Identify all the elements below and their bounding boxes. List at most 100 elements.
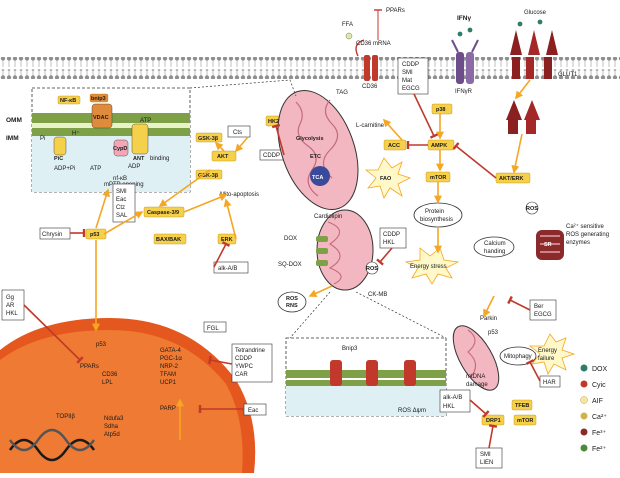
cd36-nuc: CD36 <box>102 372 118 378</box>
bnip3-small-node <box>89 93 109 103</box>
arrow-acc-carnitine <box>382 118 403 141</box>
drug-hkl-2: HKL <box>383 240 395 246</box>
sr-label: SR <box>544 242 552 248</box>
drug-eac-1: Eac <box>116 197 126 203</box>
bax-bak-label: BAX/BAK <box>156 237 181 243</box>
bnip3-small-label: bnip3 <box>91 96 106 102</box>
legend-fe3-swatch <box>580 428 588 436</box>
energy-stress-label: Energy stress <box>410 264 447 270</box>
inhibit-tetrandrine <box>208 355 233 365</box>
ucp1: UCP1 <box>160 380 177 386</box>
atp5d: Atp5d <box>104 432 120 438</box>
har-box <box>539 375 561 388</box>
bnip3-inset <box>285 337 447 417</box>
drug-smi-1: SMI <box>402 70 413 76</box>
pic-label: PiC <box>54 156 63 162</box>
cd36-mrna-label: CD36 mRNA <box>356 41 391 47</box>
inset-connector-bottom <box>289 291 447 339</box>
drug-smi-2: SMI <box>116 189 127 195</box>
ros-rns-ellipse <box>277 291 307 313</box>
p53-node <box>85 228 107 240</box>
drug-sal: SAL <box>116 213 128 219</box>
drug-ywpc: YWPC <box>235 364 254 370</box>
arrow-akt-gsk3b <box>214 141 225 152</box>
glut1-vesicle <box>506 100 540 134</box>
ros-circle-right <box>525 201 539 215</box>
drug-mat: Mat <box>402 78 412 84</box>
ck-mb-label: CK-MB <box>368 292 387 298</box>
drug-gg: Gg <box>6 295 14 301</box>
topiib-label: TOPIIβ <box>56 414 76 420</box>
l-carnitine-label: L-carnitine <box>356 123 385 129</box>
dna-helix-icon <box>9 428 95 462</box>
etc-complex-2 <box>316 248 328 254</box>
parp-label: PARP <box>160 406 176 412</box>
cypd-label: CypD <box>113 146 127 152</box>
mtor-bottom-node <box>513 414 537 426</box>
vdac-protein <box>91 103 113 129</box>
binding-label: binding <box>150 156 169 162</box>
pic-protein <box>53 136 67 156</box>
tfam: TFAM <box>160 372 176 378</box>
alk-ab-label: alk-A/B <box>218 266 237 272</box>
etc-complex-1 <box>316 236 328 242</box>
eac-bottom-label: Eac <box>248 408 258 414</box>
protein-biosynthesis-ellipse <box>413 202 463 228</box>
cts-box <box>227 125 251 138</box>
glucose-label: Glucose <box>524 10 547 16</box>
tca-cycle-icon <box>310 166 330 186</box>
legend-fe3-label: Fe³⁺ <box>592 430 607 437</box>
sq-dox-label: SQ-DOX <box>278 262 302 268</box>
drug-ctz: Ctz <box>116 205 125 211</box>
arrow-erk-apoptosis <box>223 198 237 240</box>
arrow-energyfailure-parkin <box>483 295 495 318</box>
har-label: HAR <box>543 380 556 386</box>
glut1-transporter <box>510 30 558 79</box>
p38-label: p38 <box>436 107 445 113</box>
arrow-p53-inset <box>95 188 110 229</box>
etc-complex-3 <box>316 260 328 266</box>
ca-sensitive-3: enzymes <box>566 240 590 246</box>
drug-lien: LIEN <box>480 460 493 466</box>
p38-node <box>431 103 453 115</box>
nucleus-icon <box>0 318 256 473</box>
cts-label: Cts <box>233 130 242 136</box>
ampk-label: AMPK <box>431 143 447 149</box>
glycolysis-label: Glycolysis <box>296 136 324 142</box>
adp-pi-label: ADP+Pi <box>54 166 75 172</box>
inhibit-alkab-drp1 <box>469 399 490 418</box>
legend-cyic-label: Cyic <box>592 382 606 389</box>
legend-dox-label: DOX <box>592 366 608 373</box>
nfkb-node <box>57 95 81 105</box>
ppars-nuclear-label: PPARs <box>80 364 99 370</box>
acc-node <box>383 139 407 151</box>
drug-hkl-1: HKL <box>6 311 18 317</box>
fgl-label: FGL <box>207 326 219 332</box>
ndufa3: Ndufa3 <box>104 416 124 422</box>
ifn-gamma-receptor <box>451 39 479 84</box>
gsk3b-top-node <box>195 132 223 143</box>
mtor-bottom-label: mTOR <box>517 418 533 424</box>
mtor-mid-label: mTOR <box>430 175 446 181</box>
ca-sensitive-2: ROS generating <box>566 232 609 238</box>
fgl-box <box>203 321 227 333</box>
legend-dox-swatch <box>580 364 588 372</box>
inhibit-gg-nucleus <box>23 304 84 364</box>
drug-car: CAR <box>235 372 248 378</box>
tca-label: TCA <box>312 175 323 181</box>
mitophagy-label: Mitophagy <box>504 354 532 360</box>
inhibit-alk-erk <box>213 241 231 268</box>
cd36-receptor <box>355 39 378 81</box>
energy-failure-burst <box>528 333 576 375</box>
main-mitochondrion-icon <box>277 89 359 211</box>
omm-label: OMM <box>6 117 22 124</box>
acc-label: ACC <box>388 143 400 149</box>
drug-egcg-1: EGCG <box>402 86 420 92</box>
tfeb-node <box>511 399 533 411</box>
ffa-label: FFA <box>342 22 353 28</box>
p53-nuclear-label: p53 <box>96 342 107 348</box>
drug-hkl-3: HKL <box>443 404 455 410</box>
vdac-label: VDAC <box>93 115 109 121</box>
calcium-handling-ellipse <box>473 236 515 258</box>
